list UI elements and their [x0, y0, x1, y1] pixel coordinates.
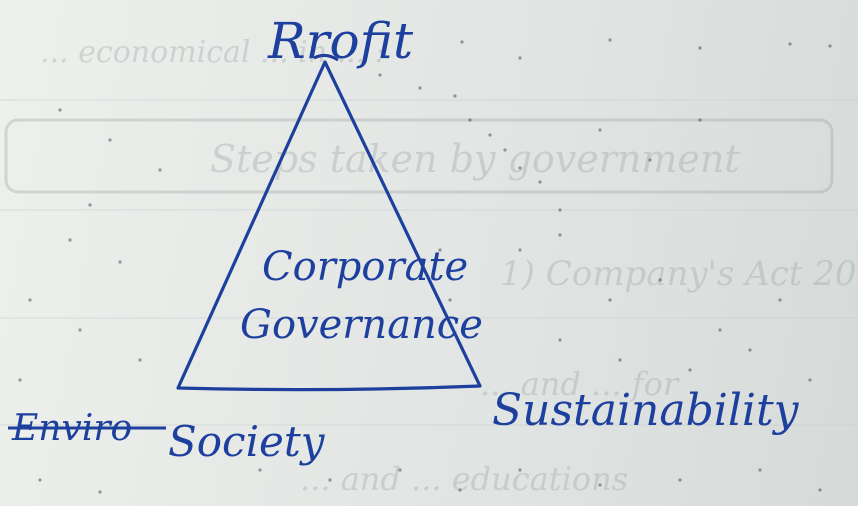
pencil-dot [18, 378, 22, 382]
pencil-dot [518, 166, 522, 170]
pencil-dot [698, 46, 702, 50]
bottom-left-label: Society [168, 417, 326, 466]
background-ghost-text: ... economical ... in ... : Steps taken … [4, 35, 858, 498]
pencil-dots [18, 38, 832, 494]
pencil-dot [38, 478, 42, 482]
pencil-dot [460, 40, 464, 44]
pencil-dot [468, 118, 472, 122]
apex-label: Rrofit [267, 12, 414, 70]
triangle-outline [176, 60, 482, 392]
pencil-dot [778, 298, 782, 302]
pencil-dot [158, 168, 162, 172]
pencil-dot [503, 148, 507, 152]
ghost-line-3: ... and ... for [480, 365, 680, 403]
pencil-dot [748, 348, 752, 352]
pencil-dot [98, 490, 102, 494]
pencil-dot [258, 468, 262, 472]
pencil-dot [453, 94, 457, 98]
ghost-line-4: ... and ... educations [300, 460, 628, 498]
pencil-dot [138, 358, 142, 362]
pencil-dot [558, 338, 562, 342]
pencil-dot [418, 86, 422, 90]
pencil-dot [678, 478, 682, 482]
pencil-dot [108, 138, 112, 142]
pencil-dot [488, 133, 492, 137]
pencil-dot [68, 238, 72, 242]
pencil-dot [558, 233, 562, 237]
center-label-line2: Governance [240, 302, 483, 348]
pencil-dot [608, 298, 612, 302]
center-label-line1: Corporate [262, 244, 468, 290]
pencil-dot [58, 108, 62, 112]
ghost-line-2: 1) Company's Act 2013 [500, 254, 858, 294]
ghost-box [4, 118, 834, 194]
ghost-box-text: Steps taken by government [210, 137, 740, 181]
pencil-dot [818, 488, 822, 492]
bottom-right-label: Sustainability [492, 385, 800, 436]
pencil-dot [518, 468, 522, 472]
pencil-dot [718, 328, 722, 332]
pencil-dot [448, 298, 452, 302]
pencil-dot [88, 203, 92, 207]
pencil-dot [658, 278, 662, 282]
pencil-dot [398, 468, 402, 472]
pencil-dot [758, 468, 762, 472]
pencil-dot [808, 378, 812, 382]
pencil-dot [78, 328, 82, 332]
pencil-dot [598, 483, 602, 487]
ruled-lines [0, 99, 858, 426]
pencil-dot [378, 73, 382, 77]
pencil-dot [608, 38, 612, 42]
pencil-dot [788, 42, 792, 46]
pencil-dot [648, 158, 652, 162]
pencil-dot [618, 358, 622, 362]
pencil-dot [558, 208, 562, 212]
pencil-dot [328, 478, 332, 482]
pencil-dot [828, 44, 832, 48]
pencil-dot [698, 118, 702, 122]
pencil-dot [118, 260, 122, 264]
pencil-dot [28, 298, 32, 302]
triangle-top-flick [313, 53, 339, 62]
pencil-dot [598, 128, 602, 132]
pencil-dot [458, 488, 462, 492]
pencil-dot [438, 248, 442, 252]
pencil-dot [538, 180, 542, 184]
pencil-dot [518, 56, 522, 60]
pencil-dot [688, 368, 692, 372]
pencil-dot [518, 248, 522, 252]
